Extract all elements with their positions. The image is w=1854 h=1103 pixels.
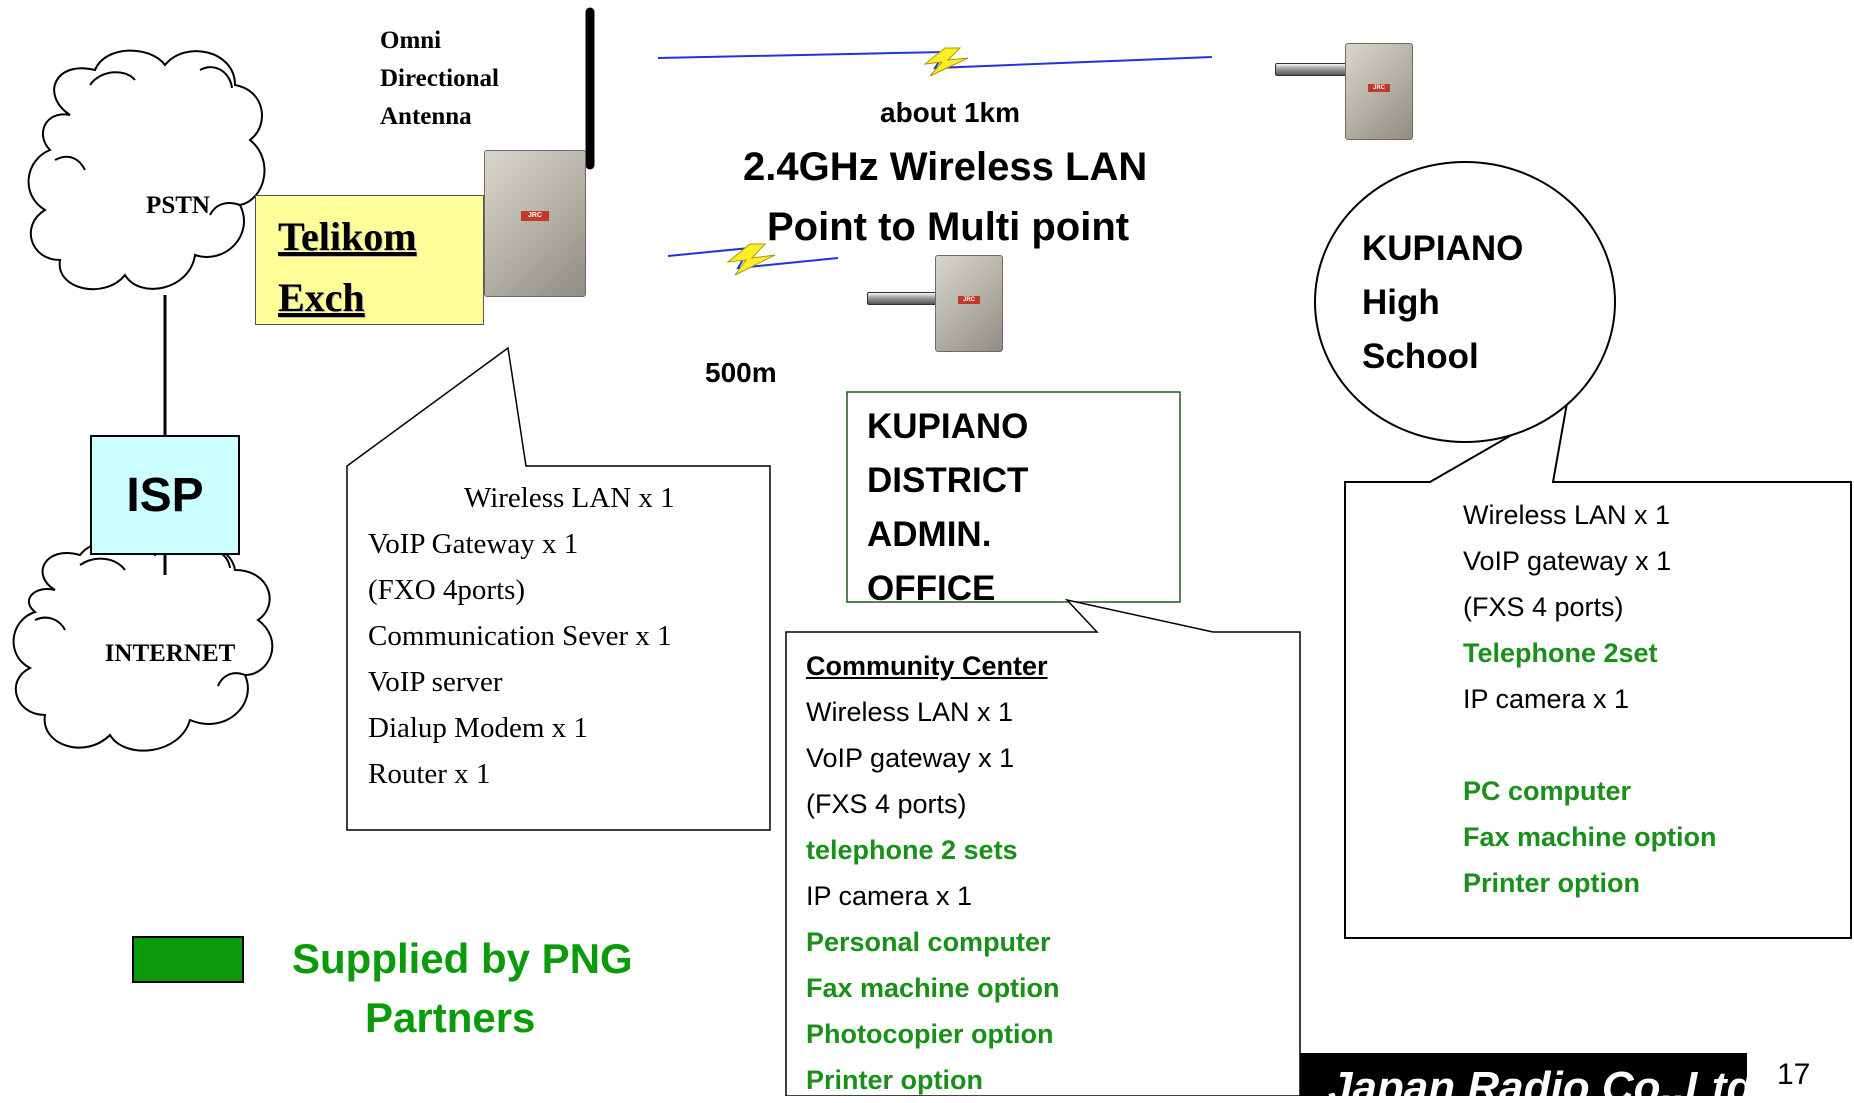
base-station-device: JRC [484,150,586,297]
list-item: telephone 2 sets [806,835,1018,865]
community-callout-shape [785,598,1301,1096]
list-item: Fax machine option [806,973,1060,1003]
list-item: (FXS 4 ports) [1463,592,1624,622]
list-item: Wireless LAN x 1 [464,482,675,514]
district-line: KUPIANO [867,407,1029,446]
school-device-logo: JRC [1368,84,1390,92]
community-center-list: Community Center Wireless LAN x 1 VoIP g… [806,643,1060,1103]
list-item: Wireless LAN x 1 [1463,500,1671,530]
signal-high-school [657,47,1213,77]
list-item: Photocopier option [806,1019,1054,1049]
telikom-exchange-box: Telikom Exch [255,195,484,325]
list-item: Telephone 2set [1463,638,1658,668]
pstn-cloud-shape [27,49,266,291]
district-box-shape [846,391,1181,603]
list-item: (FXO 4ports) [368,574,526,606]
list-item: Wireless LAN x 1 [806,697,1014,727]
school-line: KUPIANO [1362,229,1524,268]
base-station-logo: JRC [521,211,549,221]
telikom-label: Telikom [278,214,417,259]
school-yagi-antenna [1275,63,1347,76]
antenna-label: Omni Directional Antenna [380,22,499,136]
list-item: VoIP gateway x 1 [1463,546,1672,576]
list-item: VoIP gateway x 1 [806,743,1015,773]
signal-district [667,243,839,276]
high-school-list: Wireless LAN x 1 VoIP gateway x 1 (FXS 4… [1463,492,1717,906]
internet-label: INTERNET [104,640,236,667]
school-line: High [1362,283,1440,322]
district-line: ADMIN. [867,515,992,554]
legend-swatch [132,936,244,983]
company-logo: Japan Radio Co.,Ltd [1300,1053,1747,1096]
list-item: VoIP server [368,666,503,698]
district-line: OFFICE [867,569,996,608]
list-item: (FXS 4 ports) [806,789,967,819]
list-item: Printer option [806,1065,983,1095]
district-remote-device: JRC [935,255,1003,352]
antenna-label-line2: Directional [380,65,499,92]
list-item: Dialup Modem x 1 [368,712,588,744]
link-title-line1: 2.4GHz Wireless LAN [743,145,1148,189]
district-line: DISTRICT [867,461,1029,500]
school-callout-shape [1344,401,1852,939]
district-office-label: KUPIANO DISTRICT ADMIN. OFFICE [867,400,1028,616]
list-spacer [1463,722,1717,768]
list-item: Personal computer [806,927,1051,957]
district-device-logo: JRC [958,296,980,304]
list-item: Printer option [1463,868,1640,898]
school-ellipse-shape [1314,161,1616,443]
school-line: School [1362,337,1479,376]
isp-box: ISP [90,435,240,555]
list-item: VoIP Gateway x 1 [368,528,579,560]
high-school-label: KUPIANO High School [1362,222,1523,384]
antenna-label-line3: Antenna [380,103,472,130]
list-item: IP camera x 1 [806,881,973,911]
pstn-label: PSTN [146,192,210,219]
community-center-title: Community Center [806,651,1048,681]
company-logo-text: Japan Radio Co.,Ltd [1328,1063,1747,1096]
isp-label: ISP [126,468,204,522]
exch-label: Exch [278,275,365,320]
link-title-line2: Point to Multi point [767,205,1130,249]
exchange-equipment-list: Wireless LAN x 1 VoIP Gateway x 1 (FXO 4… [368,475,675,797]
legend-line2: Partners [365,994,536,1041]
exchange-callout-shape [346,346,771,831]
list-item: Communication Sever x 1 [368,620,672,652]
school-remote-device: JRC [1345,43,1413,140]
list-item: Router x 1 [368,758,491,790]
distance-1km-label: about 1km [880,97,1021,128]
antenna-label-line1: Omni [380,27,442,54]
legend-line1: Supplied by PNG [292,935,633,982]
list-item: Fax machine option [1463,822,1717,852]
distance-500m-label: 500m [705,357,777,388]
page-number: 17 [1777,1058,1811,1091]
list-item: IP camera x 1 [1463,684,1630,714]
district-yagi-antenna [867,292,937,305]
list-item: PC computer [1463,776,1632,806]
